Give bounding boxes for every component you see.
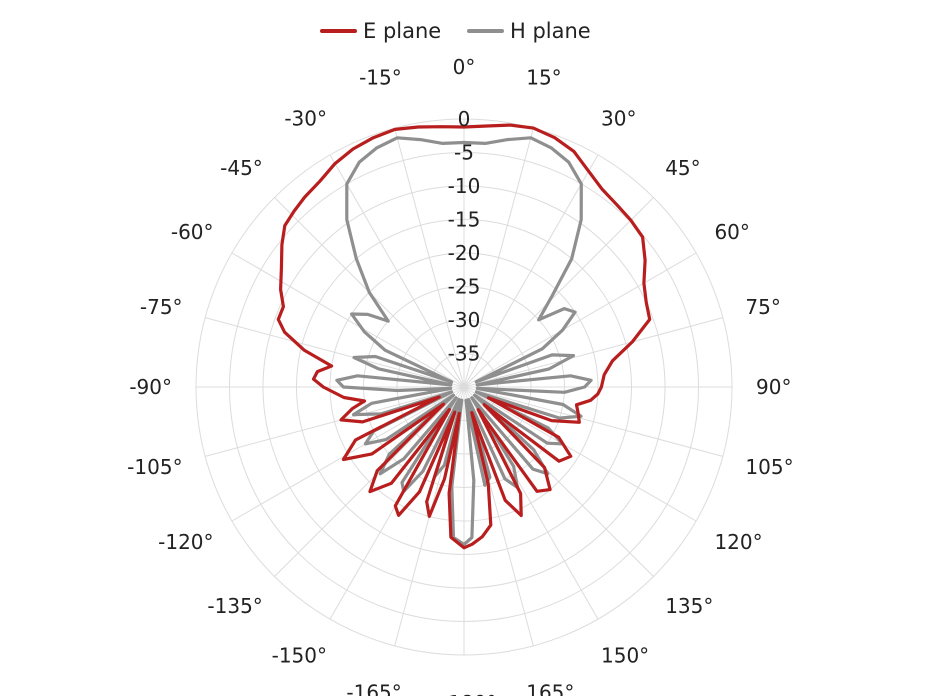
- radial-tick-label: -30: [448, 308, 481, 332]
- angle-tick-labels: 0° 15° 30° 45° 60° 75° 90° 105° 120° 135° 150° 165°…: [127, 55, 793, 696]
- angle-tick-label: -45°: [220, 156, 263, 180]
- radial-tick-label: -15: [448, 208, 481, 232]
- angle-tick-label: 60°: [714, 220, 749, 244]
- angle-tick-label: ±180°: [432, 691, 497, 696]
- angle-tick-label: 165°: [526, 680, 574, 696]
- legend-label: E plane: [363, 19, 441, 43]
- grid-spoke: [463, 252, 697, 388]
- grid-spoke: [205, 386, 465, 457]
- angle-tick-label: -120°: [158, 530, 213, 554]
- angle-tick-label: -75°: [140, 295, 183, 319]
- grid-spoke: [463, 154, 599, 388]
- grid-spoke: [231, 252, 465, 388]
- grid-spoke: [463, 386, 697, 522]
- angle-tick-label: 75°: [745, 295, 780, 319]
- angle-tick-label: 120°: [714, 530, 762, 554]
- angle-tick-label: -105°: [127, 455, 182, 479]
- legend-item[interactable]: H plane: [467, 19, 591, 43]
- angle-tick-label: 150°: [601, 643, 649, 667]
- angle-tick-label: -15°: [359, 66, 402, 90]
- angle-tick-label: -30°: [284, 107, 327, 131]
- angle-tick-label: -135°: [207, 594, 262, 618]
- polar-grid: [195, 118, 733, 656]
- grid-spoke: [463, 317, 723, 388]
- angle-tick-label: 90°: [756, 375, 791, 399]
- legend[interactable]: E plane H plane: [320, 19, 591, 43]
- angle-tick-label: -165°: [346, 680, 401, 696]
- radial-tick-label: -20: [448, 241, 481, 265]
- angle-tick-label: 135°: [665, 594, 713, 618]
- angle-tick-label: 45°: [665, 156, 700, 180]
- grid-spoke: [463, 197, 654, 388]
- radial-tick-label: -5: [454, 141, 474, 165]
- legend-label: H plane: [510, 19, 591, 43]
- angle-tick-label: 0°: [453, 55, 476, 79]
- grid-spoke: [463, 128, 534, 388]
- grid-spoke: [205, 317, 465, 388]
- angle-tick-label: 15°: [526, 66, 561, 90]
- grid-spoke: [274, 386, 465, 577]
- radial-tick-label: 0: [458, 107, 471, 131]
- grid-spoke: [329, 154, 465, 388]
- grid-spoke: [463, 386, 723, 457]
- angle-tick-label: -60°: [171, 220, 214, 244]
- angle-tick-label: 105°: [745, 455, 793, 479]
- angle-tick-label: 30°: [601, 107, 636, 131]
- radial-tick-label: -35: [448, 342, 481, 366]
- radial-tick-label: -10: [448, 174, 481, 198]
- series-group: [276, 123, 652, 550]
- angle-tick-label: -150°: [272, 643, 327, 667]
- series-line-e-plane: [276, 123, 652, 550]
- grid-spoke: [394, 128, 465, 388]
- legend-item[interactable]: E plane: [320, 19, 441, 43]
- radial-tick-label: -25: [448, 275, 481, 299]
- series-line-h-plane: [335, 136, 593, 547]
- angle-tick-label: -90°: [129, 375, 172, 399]
- radial-tick-labels: 0 -5 -10 -15 -20 -25 -30 -35: [448, 107, 481, 366]
